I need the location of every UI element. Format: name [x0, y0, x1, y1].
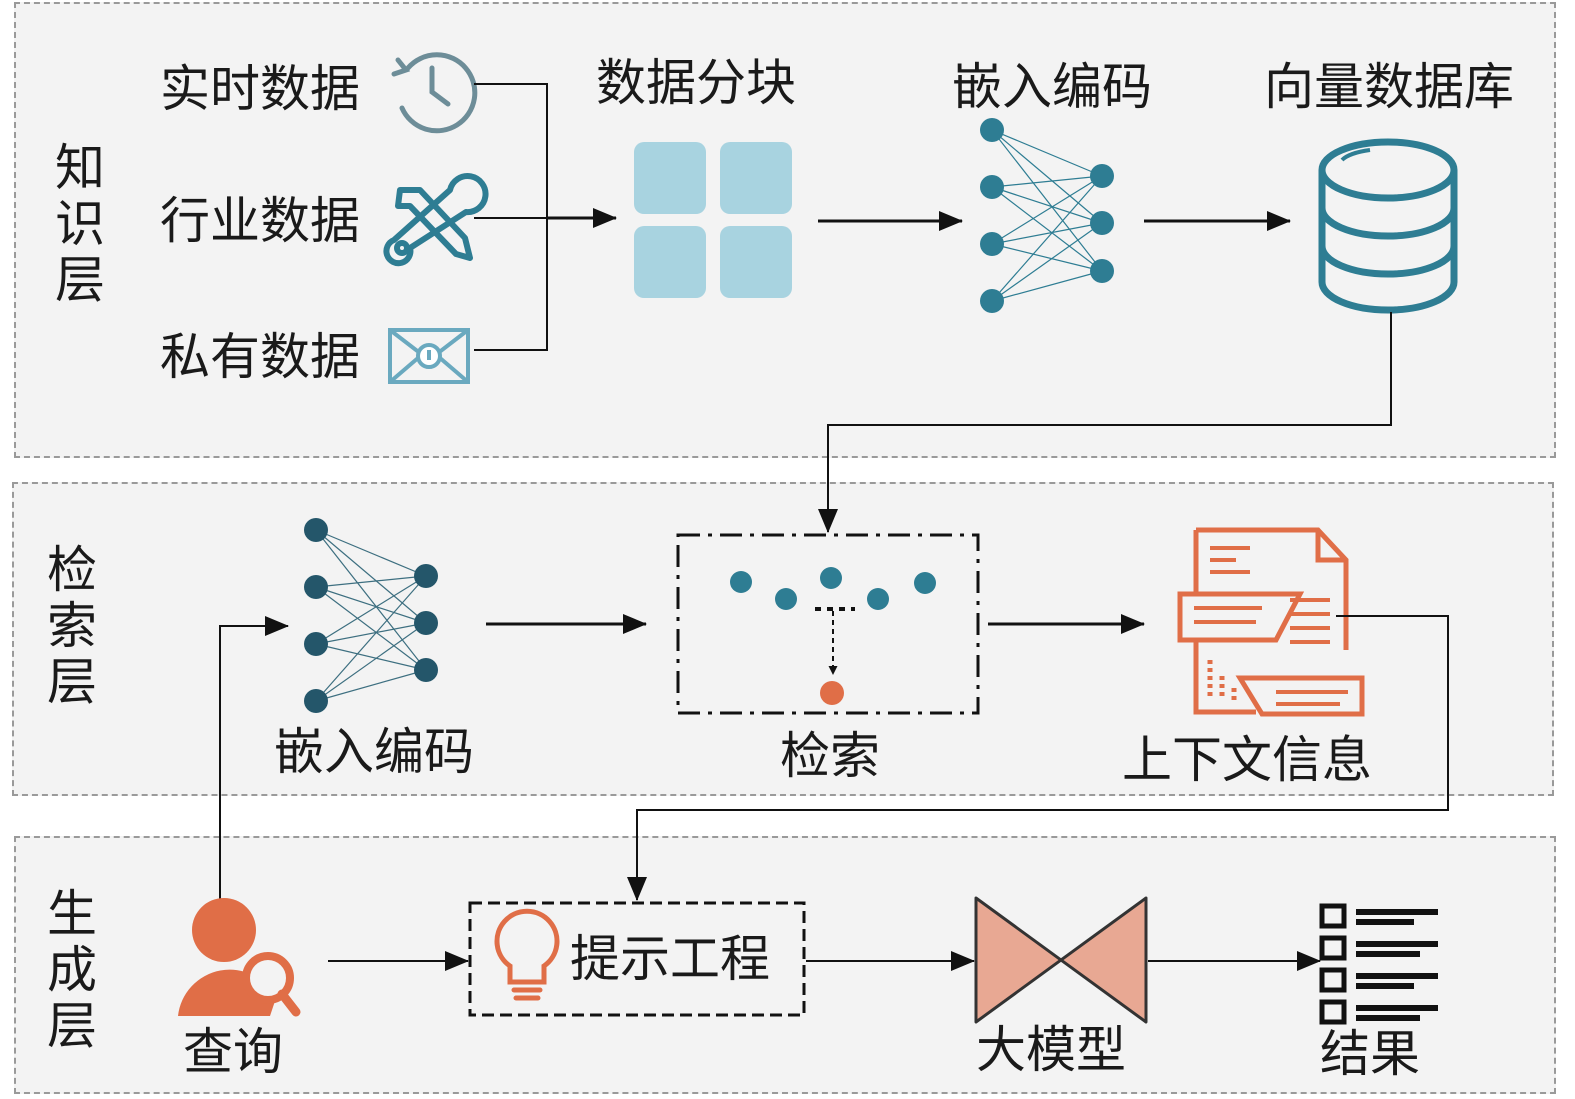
- result-label: 结果: [1320, 1025, 1420, 1083]
- search-result-point: [820, 681, 844, 705]
- sources-connector: [474, 83, 617, 351]
- query-to-embed-connector: [219, 616, 289, 900]
- prompt-box: [468, 901, 806, 1017]
- bowtie-model-icon: [974, 896, 1148, 1024]
- chunk-grid-icon: [634, 142, 792, 298]
- context-to-prompt-connector: [627, 615, 1449, 901]
- neural-network-icon: [304, 518, 438, 713]
- retrieval-embedding-label: 嵌入编码: [274, 723, 474, 781]
- tools-icon: [383, 173, 489, 267]
- retrieval-layer-title: 检 索 层: [47, 541, 97, 711]
- chunking-label: 数据分块: [596, 54, 796, 112]
- clock-history-icon: [391, 52, 478, 134]
- knowledge-layer-title: 知 识 层: [55, 139, 105, 309]
- generation-layer-title: 生 成 层: [47, 885, 97, 1055]
- query-label: 查询: [183, 1023, 283, 1081]
- document-chat-icon: [1177, 527, 1365, 717]
- private-data-label: 私有数据: [160, 328, 360, 386]
- realtime-data-label: 实时数据: [160, 60, 360, 118]
- db-to-search-connector: [818, 312, 1392, 533]
- search-label: 检索: [780, 727, 880, 785]
- knowledge-embedding-label: 嵌入编码: [952, 58, 1152, 116]
- search-points: [730, 567, 936, 610]
- search-box: [676, 533, 980, 715]
- prompt-label: 提示工程: [570, 930, 770, 988]
- user-search-icon: [178, 898, 301, 1017]
- lightbulb-icon: [494, 908, 560, 1001]
- vector-database-icon: [1318, 138, 1458, 314]
- checklist-icon: [1319, 903, 1438, 1025]
- locked-mail-icon: [388, 328, 470, 384]
- context-label: 上下文信息: [1122, 731, 1372, 789]
- vector-db-label: 向量数据库: [1264, 58, 1514, 116]
- neural-network-icon: [980, 118, 1114, 313]
- llm-label: 大模型: [976, 1021, 1126, 1079]
- industry-data-label: 行业数据: [160, 192, 360, 250]
